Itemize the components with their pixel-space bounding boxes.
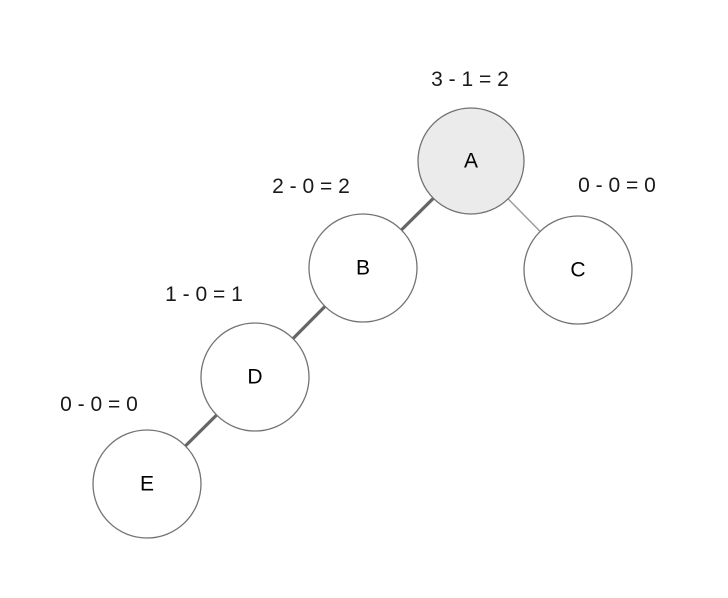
edge-a-c <box>507 198 541 232</box>
node-circle-b[interactable] <box>308 213 418 323</box>
node-circle-c[interactable] <box>523 215 633 325</box>
node-e[interactable]: E <box>92 429 202 539</box>
node-label-c: C <box>570 259 585 282</box>
node-label-e: E <box>140 473 154 496</box>
annotations-layer: 3 - 1 = 2 2 - 0 = 2 0 - 0 = 0 1 - 0 = 1 0 - … <box>60 68 656 416</box>
node-c[interactable]: C <box>523 215 633 325</box>
node-label-b: B <box>356 257 370 280</box>
node-circle-a[interactable] <box>417 107 525 215</box>
edge-a-b <box>400 197 435 232</box>
node-annotation-e: 0 - 0 = 0 <box>60 393 138 416</box>
node-annotation-b: 2 - 0 = 2 <box>272 175 350 198</box>
edge-b-d <box>291 305 327 340</box>
node-annotation-d: 1 - 0 = 1 <box>165 283 243 306</box>
node-circle-d[interactable] <box>200 322 310 432</box>
node-d[interactable]: D <box>200 322 310 432</box>
edges-layer <box>184 197 541 448</box>
node-b[interactable]: B <box>308 213 418 323</box>
node-circle-e[interactable] <box>92 429 202 539</box>
edge-d-e <box>184 413 218 448</box>
nodes-layer: A B C D E <box>92 107 633 539</box>
node-a[interactable]: A <box>417 107 525 215</box>
node-annotation-a: 3 - 1 = 2 <box>431 68 509 91</box>
node-label-a: A <box>464 150 478 173</box>
node-annotation-c: 0 - 0 = 0 <box>578 174 656 197</box>
node-label-d: D <box>247 366 262 389</box>
